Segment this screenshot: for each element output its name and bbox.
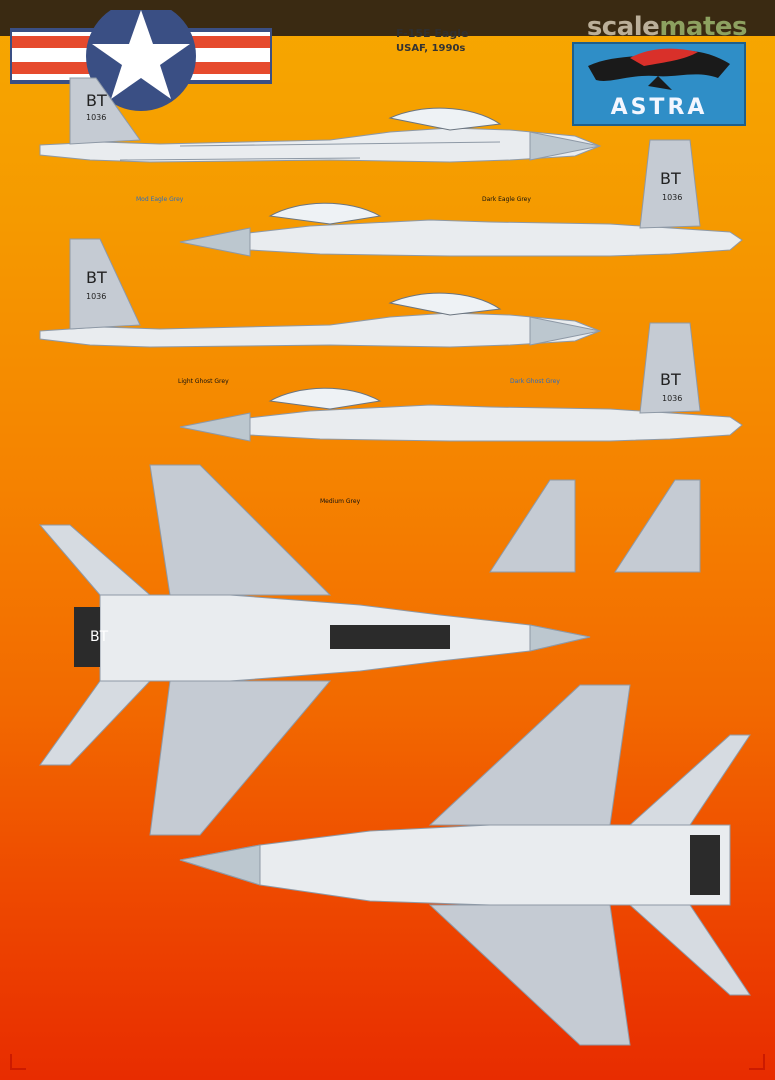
brand-logo: ASTRA <box>572 42 746 126</box>
tail-serial-4: 1036 <box>662 394 682 403</box>
title-line-1: F-15E Eagle <box>396 27 469 40</box>
tail-code-2: BT <box>660 169 681 188</box>
logo-text: ASTRA <box>610 95 708 120</box>
corner-mark-left <box>10 1054 26 1070</box>
sheet-title: F-15E Eagle USAF, 1990s <box>396 26 468 56</box>
label-c: Light Ghost Grey <box>178 378 229 385</box>
watermark-mates: mates <box>659 12 747 42</box>
side-profile-1: BT 1036 <box>39 77 602 163</box>
plan-view-top: BT <box>38 464 591 836</box>
tail-code-4: BT <box>660 370 681 389</box>
usaf-roundel <box>10 10 272 111</box>
tail-code: BT <box>86 91 107 110</box>
side-profile-2: BT 1036 <box>179 139 743 257</box>
tail-serial-2: 1036 <box>662 193 682 202</box>
label-e: Medium Grey <box>320 498 361 505</box>
tail-fin-right <box>614 479 701 573</box>
label-a: Dark Eagle Grey <box>482 196 531 203</box>
watermark: scalemates <box>586 12 748 42</box>
watermark-scale: scale <box>586 12 660 42</box>
side-profile-4: BT 1036 <box>179 322 743 442</box>
corner-mark-right <box>749 1054 765 1070</box>
tail-serial: 1036 <box>86 113 106 122</box>
title-line-2: USAF, 1990s <box>396 43 466 54</box>
plan-view-bottom <box>179 684 751 1046</box>
tail-serial-3: 1036 <box>86 292 106 301</box>
label-b: Mod Eagle Grey <box>136 196 184 203</box>
plan-code: BT <box>90 629 109 645</box>
tail-code-3: BT <box>86 268 107 287</box>
logo-graphic <box>588 48 730 90</box>
tail-fin-left <box>489 479 576 573</box>
side-profile-3: BT 1036 <box>39 238 602 348</box>
label-d: Dark Ghost Grey <box>510 378 560 385</box>
